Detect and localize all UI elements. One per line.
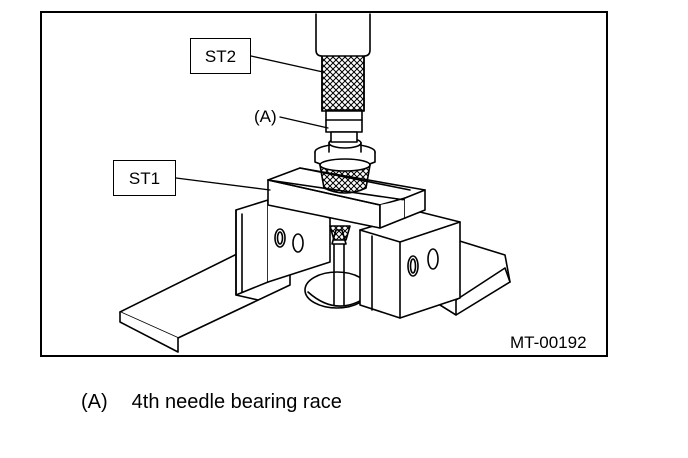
st2-press-rod: [315, 13, 371, 112]
figure-id-code: MT-00192: [510, 333, 587, 352]
left-support-block: [235, 199, 331, 301]
legend-key: (A): [81, 391, 108, 413]
right-support-block: [359, 211, 461, 319]
shaft: [329, 225, 351, 306]
figure-frame: [40, 11, 608, 357]
needle-bearing-race: [314, 137, 376, 194]
legend-text: 4th needle bearing race: [131, 391, 342, 413]
callout-st2: ST2: [190, 38, 251, 74]
callout-a: (A): [254, 107, 277, 126]
collar-a: [325, 109, 363, 143]
callout-st1: ST1: [113, 160, 176, 196]
legend-item: (A) 4th needle bearing race: [81, 392, 342, 412]
leader-lines: [175, 55, 329, 191]
